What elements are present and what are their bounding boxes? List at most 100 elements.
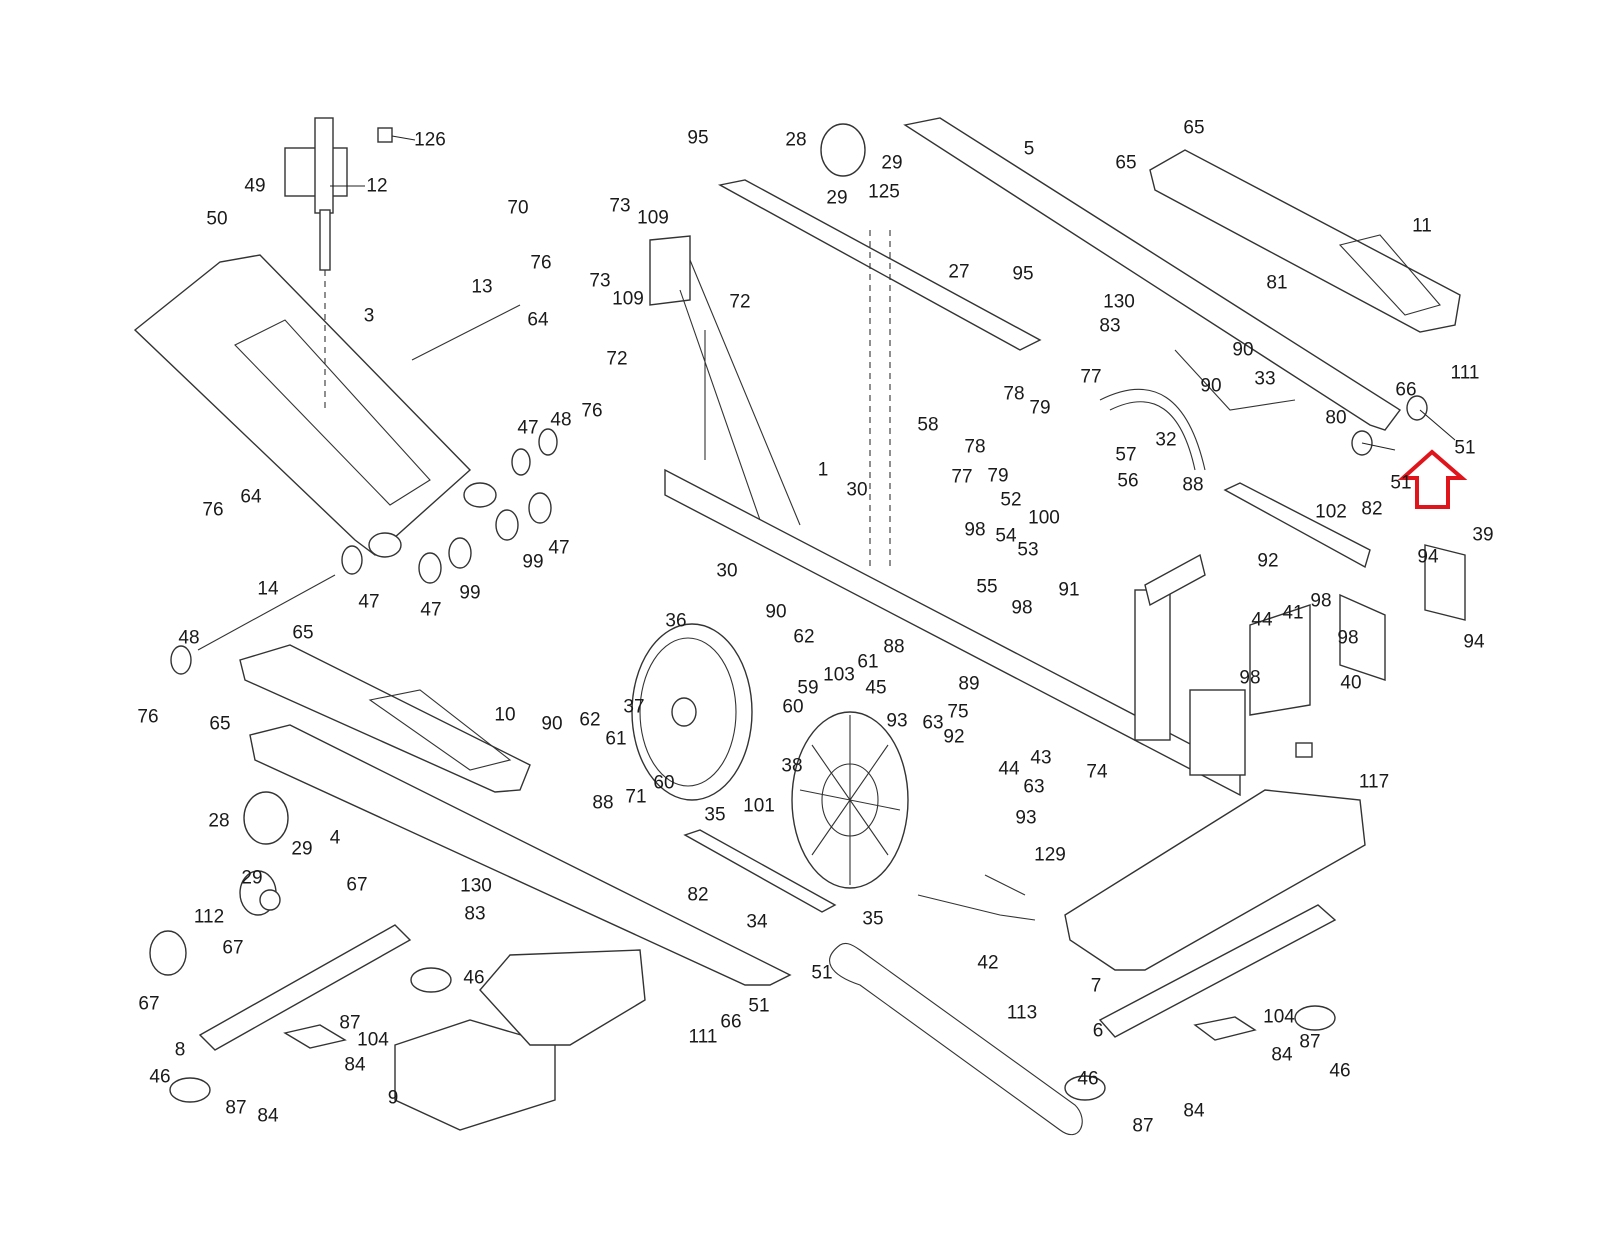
part-label-71: 71	[625, 786, 647, 808]
part-label-109: 109	[612, 288, 644, 310]
part-label-87: 87	[225, 1097, 247, 1119]
part-label-51: 51	[1390, 472, 1412, 494]
part-label-61: 61	[605, 728, 627, 750]
axle-13	[411, 304, 521, 361]
part-label-46: 46	[1329, 1060, 1351, 1082]
console-mast-12	[284, 117, 348, 410]
part-label-5: 5	[1023, 138, 1035, 160]
part-label-29: 29	[241, 867, 263, 889]
part-label-74: 74	[1086, 761, 1108, 783]
part-label-99: 99	[522, 551, 544, 573]
part-label-66: 66	[1395, 379, 1417, 401]
part-label-77: 77	[951, 466, 973, 488]
part-label-84: 84	[1271, 1044, 1293, 1066]
part-label-46: 46	[149, 1066, 171, 1088]
part-label-58: 58	[917, 414, 939, 436]
part-label-111: 111	[1450, 362, 1480, 384]
part-label-77: 77	[1080, 366, 1102, 388]
part-label-130: 130	[1103, 291, 1135, 313]
part-label-88: 88	[883, 636, 905, 658]
up-arrow-icon	[1397, 449, 1468, 509]
part-label-125: 125	[868, 181, 900, 203]
part-label-111: 111	[688, 1026, 718, 1048]
part-label-109: 109	[637, 207, 669, 229]
part-label-73: 73	[589, 270, 611, 292]
part-label-29: 29	[291, 838, 313, 860]
part-label-81: 81	[1266, 272, 1288, 294]
part-label-32: 32	[1155, 429, 1177, 451]
part-label-39: 39	[1472, 524, 1494, 546]
part-129-shape	[984, 874, 1026, 896]
part-label-64: 64	[527, 309, 549, 331]
part-label-55: 55	[976, 576, 998, 598]
part-label-30: 30	[846, 479, 868, 501]
part-label-46: 46	[1077, 1068, 1099, 1090]
part-label-10: 10	[494, 704, 516, 726]
part-label-62: 62	[579, 709, 601, 731]
rail-27	[717, 179, 1042, 351]
part-label-12: 12	[366, 175, 388, 197]
part-label-7: 7	[1090, 975, 1102, 997]
part-label-129: 129	[1034, 844, 1066, 866]
part-label-126: 126	[414, 129, 446, 151]
part-label-50: 50	[206, 208, 228, 230]
part-label-112: 112	[193, 906, 225, 928]
part-label-78: 78	[964, 436, 986, 458]
part-label-59: 59	[797, 677, 819, 699]
part-label-47: 47	[358, 591, 380, 613]
part-label-76: 76	[530, 252, 552, 274]
part-label-98: 98	[1239, 667, 1261, 689]
part-label-44: 44	[998, 758, 1020, 780]
part-label-92: 92	[1257, 550, 1279, 572]
bracket-33	[1174, 349, 1296, 411]
part-label-35: 35	[862, 908, 884, 930]
part-label-4: 4	[329, 827, 341, 849]
part-label-54: 54	[995, 525, 1017, 547]
part-label-70: 70	[507, 197, 529, 219]
part-label-101: 101	[743, 795, 775, 817]
part-label-11: 11	[1412, 215, 1432, 237]
part-label-44: 44	[1251, 609, 1273, 631]
part-label-88: 88	[592, 792, 614, 814]
part-label-87: 87	[339, 1012, 361, 1034]
plate-40	[1339, 593, 1386, 681]
part-label-76: 76	[202, 499, 224, 521]
part-label-29: 29	[881, 152, 903, 174]
part-label-38: 38	[781, 755, 803, 777]
part-label-75: 75	[947, 701, 969, 723]
pedal-arm-5-11	[903, 117, 1461, 456]
part-label-90: 90	[1200, 375, 1222, 397]
part-label-130: 130	[460, 875, 492, 897]
part-label-36: 36	[665, 610, 687, 632]
part-label-98: 98	[1011, 597, 1033, 619]
part-label-113: 113	[1006, 1002, 1038, 1024]
pulley-38	[791, 711, 909, 889]
part-label-90: 90	[765, 601, 787, 623]
part-label-94: 94	[1417, 546, 1439, 568]
part-label-67: 67	[222, 937, 244, 959]
part-label-33: 33	[1254, 368, 1276, 390]
bar-102	[1223, 482, 1371, 569]
part-label-47: 47	[548, 537, 570, 559]
flywheel-36	[631, 623, 753, 801]
part-label-45: 45	[865, 677, 887, 699]
part-label-87: 87	[1299, 1031, 1321, 1053]
part-126-shape	[377, 127, 393, 143]
part-label-84: 84	[257, 1105, 279, 1127]
part-label-6: 6	[1092, 1020, 1104, 1042]
part-label-9: 9	[387, 1087, 399, 1109]
part-label-60: 60	[782, 696, 804, 718]
part-label-64: 64	[240, 486, 262, 508]
part-label-53: 53	[1017, 539, 1039, 561]
pedal-arm-10-4	[239, 644, 792, 986]
part-label-73: 73	[609, 195, 631, 217]
axle-14	[197, 574, 336, 651]
part-label-56: 56	[1117, 470, 1139, 492]
part-label-65: 65	[1115, 152, 1137, 174]
part-label-65: 65	[1183, 117, 1205, 139]
part-label-72: 72	[606, 348, 628, 370]
part-label-98: 98	[1337, 627, 1359, 649]
part-label-14: 14	[257, 578, 279, 600]
part-label-90: 90	[541, 713, 563, 735]
